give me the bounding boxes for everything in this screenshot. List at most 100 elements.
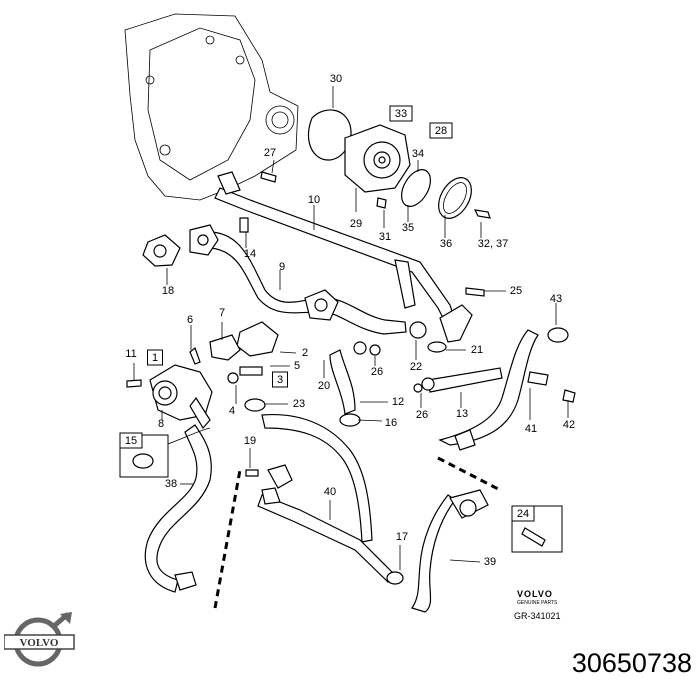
callout-label: 1 [152, 352, 158, 364]
callout-label: 36 [440, 238, 452, 250]
callout-label: 32, 37 [478, 238, 509, 250]
leader-lines [133, 86, 569, 570]
callout-41: 41 [525, 423, 537, 435]
callout-box [272, 371, 288, 388]
hose-9 [204, 231, 407, 335]
callout-label: 29 [350, 218, 362, 230]
callout-label: 3 [277, 374, 283, 386]
callout-1: 1 [147, 349, 163, 366]
part-number: 30650738 [571, 648, 692, 678]
callout-label: 7 [219, 307, 225, 319]
water-pump-33 [344, 124, 411, 193]
callout-label: 24 [517, 508, 529, 520]
callout-25: 25 [510, 285, 522, 297]
thermostat-7 [209, 334, 241, 361]
callout-label: 18 [162, 285, 174, 297]
callout-box [389, 105, 413, 122]
callout-17: 17 [396, 531, 408, 543]
pipe-40 [257, 494, 396, 583]
sensor-5 [239, 366, 263, 376]
callout-24: 24 [511, 505, 535, 522]
callout-2: 2 [302, 347, 308, 359]
callout-26a: 26 [371, 366, 383, 378]
callout-23: 23 [293, 398, 305, 410]
callout-31: 31 [379, 231, 391, 243]
callout-3: 3 [272, 371, 288, 388]
callout-label: 21 [471, 344, 483, 356]
bolt-14 [239, 217, 249, 233]
callout-7: 7 [219, 307, 225, 319]
brand-label-small: VOLVO [517, 589, 553, 599]
hose-38 [144, 424, 212, 593]
callout-28: 28 [429, 122, 453, 139]
callout-12: 12 [392, 396, 404, 408]
bolt-31 [376, 197, 387, 209]
callout-4: 4 [229, 405, 235, 417]
callout-42: 42 [563, 419, 575, 431]
callout-label: 27 [264, 147, 276, 159]
callout-39: 39 [484, 556, 496, 568]
hose-16 [261, 413, 373, 543]
bolt-25 [465, 287, 485, 297]
callout-box [511, 505, 535, 522]
seal-26b [413, 383, 423, 393]
callout-8: 8 [158, 418, 164, 430]
callout-label: 17 [396, 531, 408, 543]
callout-label: 23 [293, 398, 305, 410]
callout-19: 19 [244, 435, 256, 447]
callout-26b: 26 [416, 409, 428, 421]
callout-10: 10 [308, 194, 320, 206]
bolt-27 [260, 171, 277, 183]
callout-label: 42 [563, 419, 575, 431]
callout-label: 25 [510, 285, 522, 297]
dashed-connection-right [437, 456, 501, 492]
callout-label: 34 [412, 148, 424, 160]
callout-label: 11 [125, 348, 136, 360]
callout-label: 33 [395, 108, 407, 120]
clamp-23 [244, 398, 266, 412]
callout-label: 38 [165, 478, 177, 490]
logo-text: VOLVO [20, 637, 59, 649]
callout-18: 18 [162, 285, 174, 297]
callout-label: 35 [402, 222, 414, 234]
clamp-43 [547, 327, 569, 343]
callout-label: 14 [244, 248, 256, 260]
volvo-logo: VOLVO [4, 612, 75, 667]
callout-label: 8 [158, 418, 164, 430]
gasket-2 [236, 321, 279, 357]
dashed-connection-left [213, 469, 242, 609]
callout-label: 19 [244, 435, 256, 447]
callout-label: 13 [456, 408, 468, 420]
callout-label: 12 [392, 396, 404, 408]
connector-22 [439, 304, 473, 343]
callout-33: 33 [389, 105, 413, 122]
callout-13: 13 [456, 408, 468, 420]
callout-14: 14 [244, 248, 256, 260]
callout-40: 40 [324, 486, 336, 498]
callout-label: 39 [484, 556, 496, 568]
callout-label: 10 [308, 194, 320, 206]
clamp-17 [386, 571, 404, 585]
callout-27: 27 [264, 147, 276, 159]
callout-5: 5 [294, 360, 300, 372]
callout-label: 43 [550, 293, 562, 305]
bolt-19 [245, 469, 259, 477]
callout-label: 15 [125, 435, 137, 447]
callout-21: 21 [471, 344, 483, 356]
seal-4 [227, 372, 239, 384]
callout-box [429, 122, 453, 139]
callout-label: 2 [302, 347, 308, 359]
callout-16: 16 [385, 417, 397, 429]
hose-12 [329, 349, 356, 415]
callout-9: 9 [279, 261, 285, 273]
callout-label: 22 [410, 361, 422, 373]
callout-label: 26 [416, 409, 428, 421]
callout-22: 22 [410, 361, 422, 373]
callout-label: 4 [229, 405, 235, 417]
callout-label: 26 [371, 366, 383, 378]
drawing-number: GR-341021 [514, 611, 561, 621]
callout-43: 43 [550, 293, 562, 305]
callout-label: 28 [435, 125, 447, 137]
callout-label: 30 [330, 73, 342, 85]
